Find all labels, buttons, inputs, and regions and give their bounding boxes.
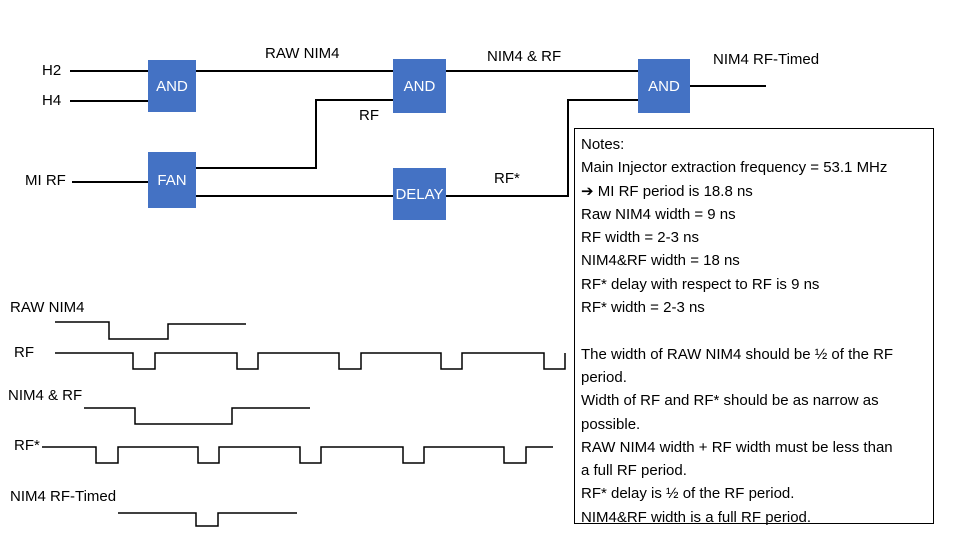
notes-spacer	[581, 319, 927, 342]
notes-remark: period.	[581, 368, 627, 386]
notes-line: ➔ MI RF period is 18.8 ns	[581, 182, 753, 200]
signal-label-rf-star: RF*	[494, 170, 520, 187]
fan-gate: FAN	[148, 152, 196, 208]
timing-label-raw-nim4: RAW NIM4	[10, 299, 85, 316]
input-label-h2: H2	[42, 62, 62, 79]
waveform-rf	[55, 352, 566, 370]
notes-remark: possible.	[581, 415, 641, 433]
waveform-nim4-rf	[84, 407, 310, 425]
notes-title: Notes:	[581, 136, 625, 153]
input-label-h4: H4	[42, 92, 62, 109]
notes-box: Notes: Main Injector extraction frequenc…	[574, 128, 934, 526]
timing-label-nim4-rf-timed: NIM4 RF-Timed	[10, 488, 117, 505]
and-gate-1: AND	[148, 60, 196, 112]
notes-line: Raw NIM4 width = 9 ns	[581, 205, 736, 223]
notes-remark: a full RF period.	[581, 462, 687, 480]
notes-line: RF width = 2-3 ns	[581, 229, 699, 247]
notes-remark: Width of RF and RF* should be as narrow …	[581, 392, 879, 410]
signal-label-raw-nim4: RAW NIM4	[265, 45, 340, 62]
and-gate-3: AND	[638, 59, 690, 113]
notes-line: RF* delay with respect to RF is 9 ns	[581, 275, 820, 293]
notes-line: Main Injector extraction frequency = 53.…	[581, 159, 888, 177]
notes-remark: The width of RAW NIM4 should be ½ of the…	[581, 345, 894, 363]
waveform-nim4-rf-timed	[118, 512, 297, 527]
waveform-rf-star	[42, 446, 553, 464]
timing-label-nim4-rf: NIM4 & RF	[8, 387, 83, 404]
and-gate-2: AND	[393, 59, 446, 113]
notes-remark: RAW NIM4 width + RF width must be less t…	[581, 438, 893, 456]
waveform-raw-nim4	[55, 321, 246, 340]
timing-label-rf-star: RF*	[14, 437, 40, 454]
signal-label-nim4-rf: NIM4 & RF	[487, 48, 562, 65]
wire-rf-star	[446, 99, 638, 197]
wire-rf	[196, 99, 393, 169]
notes-remark: NIM4&RF width is a full RF period.	[581, 508, 812, 526]
signal-label-rf: RF	[359, 107, 379, 124]
notes-line: RF* width = 2-3 ns	[581, 299, 705, 317]
delay-gate: DELAY	[393, 168, 446, 220]
notes-remark: RF* delay is ½ of the RF period.	[581, 485, 795, 503]
input-label-mi-rf: MI RF	[25, 172, 66, 189]
timing-label-rf: RF	[14, 344, 34, 361]
notes-line: NIM4&RF width = 18 ns	[581, 252, 740, 270]
signal-label-output: NIM4 RF-Timed	[713, 51, 820, 68]
